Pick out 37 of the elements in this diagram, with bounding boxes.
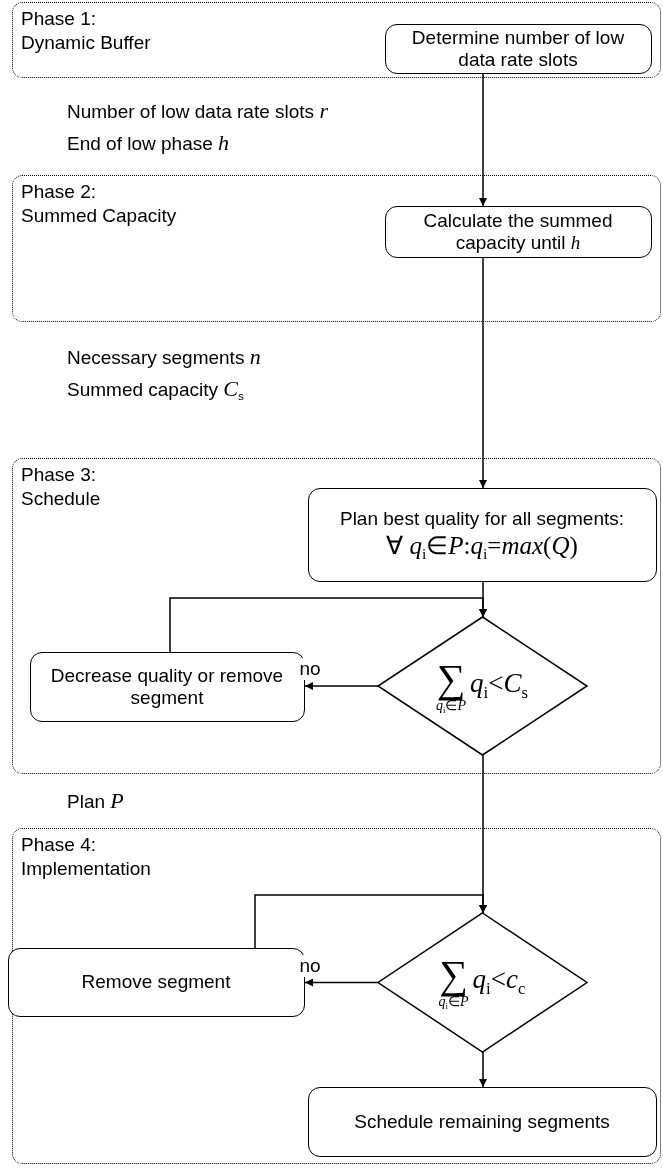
formula: ∀ q$_{i}$∈P:q$_{i}$=max(Q) bbox=[386, 530, 578, 562]
box-text: Decrease quality or remove segment bbox=[49, 664, 285, 709]
phase-title: Implementation bbox=[21, 857, 151, 881]
flow-annotation: Plan P bbox=[67, 788, 124, 815]
phase-title: Dynamic Buffer bbox=[21, 31, 151, 55]
flow-annotation: Number of low data rate slots r bbox=[67, 98, 328, 125]
arrow bbox=[304, 682, 379, 690]
sum-symbol: ∑ bbox=[436, 658, 466, 699]
arrow bbox=[169, 597, 487, 653]
phase-title: Schedule bbox=[21, 487, 101, 511]
phase-title: Phase 1: bbox=[21, 7, 96, 31]
condition-formula: q$_{i}$<C$_{s}$ bbox=[470, 667, 528, 698]
flow-annotation: Summed capacity C$_{s}$ bbox=[67, 376, 244, 403]
phase-title: Phase 2: bbox=[21, 180, 96, 204]
phase-title: Summed Capacity bbox=[21, 204, 177, 228]
arrow bbox=[479, 257, 487, 489]
phase-title: Phase 4: bbox=[21, 833, 96, 857]
condition-formula: q$_{i}$<c$_{c}$ bbox=[472, 964, 526, 994]
arrow bbox=[254, 894, 487, 949]
box-text: Determine number of low data rate slots bbox=[410, 26, 626, 71]
box-text: Calculate the summed capacity until h bbox=[422, 209, 614, 254]
process-box bbox=[384, 205, 652, 258]
box-text: Remove segment bbox=[81, 971, 231, 993]
phase-title: Phase 3: bbox=[21, 463, 96, 487]
process-box bbox=[384, 23, 652, 74]
flow-annotation: End of low phase h bbox=[67, 130, 230, 157]
arrow bbox=[479, 73, 487, 207]
process-box bbox=[307, 487, 657, 582]
edge-label: no bbox=[297, 658, 323, 680]
edge-label: no bbox=[297, 954, 323, 977]
process-box bbox=[307, 1086, 657, 1157]
flow-annotation: Necessary segments n bbox=[67, 344, 261, 371]
arrow bbox=[304, 978, 379, 987]
box-text: Schedule remaining segments bbox=[354, 1110, 610, 1133]
sum-symbol: ∑ bbox=[439, 955, 468, 995]
box-text: Plan best quality for all segments: bbox=[339, 507, 625, 530]
arrow bbox=[479, 1051, 487, 1088]
